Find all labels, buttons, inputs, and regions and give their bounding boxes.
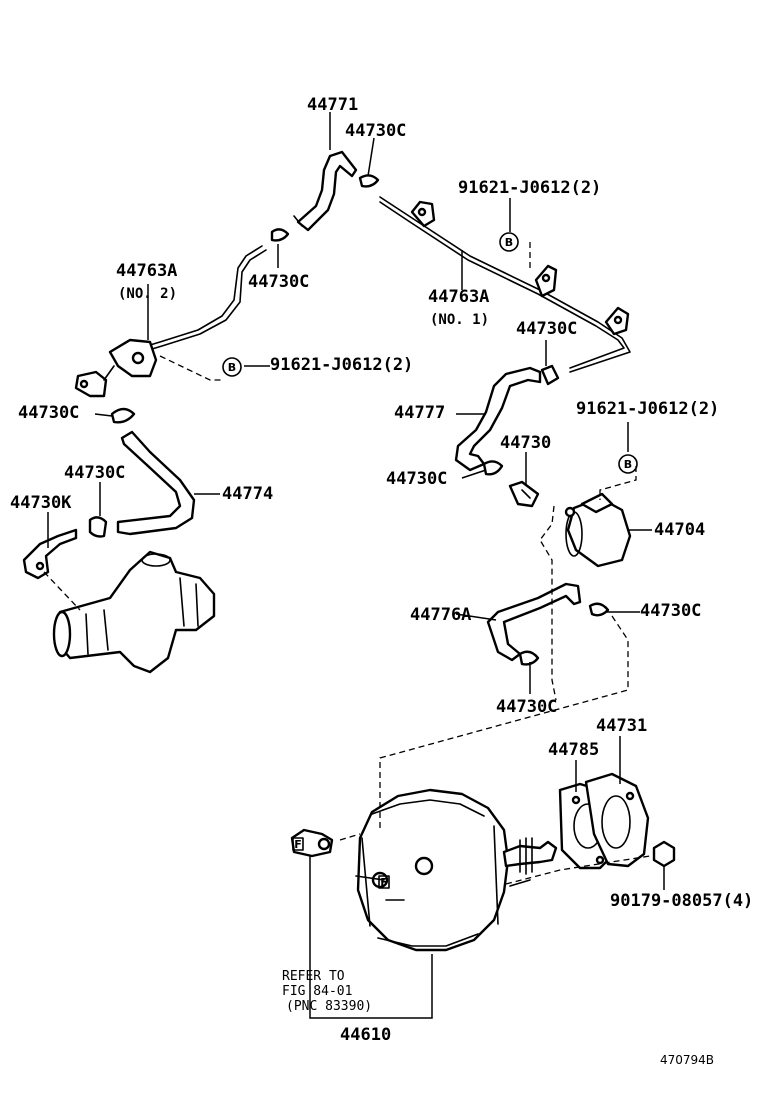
nut-90179: [652, 840, 676, 868]
label-44730k: 44730K: [10, 493, 72, 513]
f-marker-2: F: [378, 875, 390, 889]
spacer-44731: [584, 772, 650, 868]
label-44730c-bottom: 44730C: [496, 697, 557, 717]
f-marker-1-label: F: [294, 838, 302, 851]
b-marker-2: B: [222, 357, 242, 377]
label-44731: 44731: [596, 716, 647, 736]
refer-note-line2: FIG 84-01: [282, 984, 352, 999]
hose-44777: [454, 366, 542, 472]
b-marker-2-label: B: [228, 361, 236, 374]
figure-reference-code: 470794B: [660, 1053, 714, 1067]
clamp-right-mid-44730c: [540, 364, 560, 386]
label-44730c-center: 44730C: [64, 463, 125, 483]
intake-manifold: [52, 550, 216, 674]
clamp-44730c-mid: [482, 460, 504, 476]
label-44763a-no2: 44763A: [116, 261, 177, 281]
label-44610: 44610: [340, 1025, 391, 1045]
b-marker-3-label: B: [624, 458, 632, 471]
clamp-upper-left: [270, 228, 290, 242]
label-44704: 44704: [654, 520, 705, 540]
b-marker-3: B: [618, 454, 638, 474]
label-no1: (NO. 1): [430, 312, 489, 328]
label-44730c-left: 44730C: [18, 403, 79, 423]
brake-booster-44610: [355, 788, 558, 952]
clamp-bottom-44730c: [518, 650, 540, 666]
label-44785: 44785: [548, 740, 599, 760]
b-marker-1: B: [499, 232, 519, 252]
hose-44774: [116, 430, 196, 536]
clamp-left-44730c: [110, 407, 136, 424]
refer-note-line1: REFER TO: [282, 969, 345, 984]
vacuum-tank-44704: [564, 492, 632, 568]
label-90179: 90179-08057(4): [610, 891, 753, 911]
clamp-center-left-44730c: [88, 516, 108, 538]
label-44730c-top: 44730C: [345, 121, 406, 141]
clamp-right-low-44730c: [588, 602, 610, 617]
vacuum-tube-no2: [74, 245, 267, 398]
label-44777: 44777: [394, 403, 445, 423]
label-44730c-left-mid: 44730C: [248, 272, 309, 292]
label-no2: (NO. 2): [118, 286, 177, 302]
f-marker-1: F: [292, 837, 304, 851]
label-44776a: 44776A: [410, 605, 471, 625]
label-44730: 44730: [500, 433, 551, 453]
hose-44776a: [486, 582, 582, 662]
label-91621-left: 91621-J0612(2): [270, 355, 413, 375]
fitting-44730k: [22, 528, 78, 580]
label-44774: 44774: [222, 484, 273, 504]
vacuum-tube-no1: [379, 196, 631, 373]
label-44730c-left2: 44730C: [386, 469, 447, 489]
label-44763a-no1: 44763A: [428, 287, 489, 307]
label-91621-right: 91621-J0612(2): [576, 399, 719, 419]
dashed-reference-lines: [43, 242, 651, 885]
label-91621-top: 91621-J0612(2): [458, 178, 601, 198]
hose-clamp-top: [358, 174, 380, 188]
hose-44771: [293, 150, 358, 232]
part-number-labels: 44771 44730C 91621-J0612(2) 44763A (NO. …: [10, 95, 753, 1067]
label-44730c-right-low: 44730C: [640, 601, 701, 621]
label-44730c-right-mid: 44730C: [516, 319, 577, 339]
f-marker-2-label: F: [380, 876, 388, 889]
refer-note-line3: (PNC 83390): [286, 999, 372, 1014]
b-marker-1-label: B: [505, 236, 513, 249]
check-valve-44730: [508, 480, 540, 508]
label-44771: 44771: [307, 95, 358, 115]
leader-lines: [47, 112, 665, 1019]
